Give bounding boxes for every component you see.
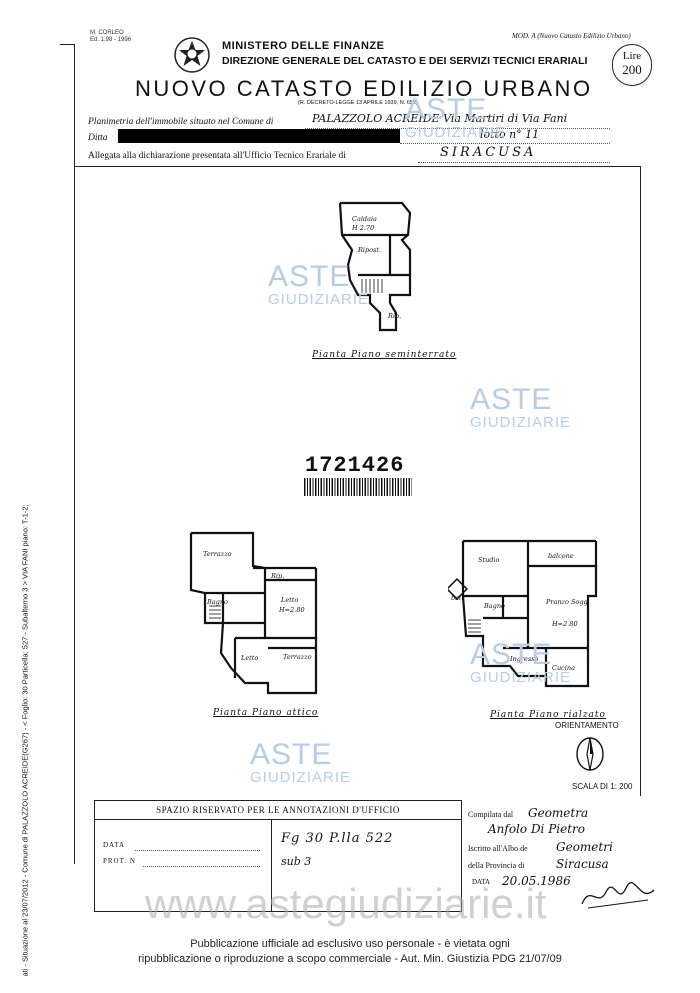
room-letto-1-height: H=2.80 bbox=[279, 606, 305, 614]
watermark-giudiziarie-text: GIUDIZIARIE bbox=[470, 414, 572, 431]
compilata-block: Compilata dal Geometra Anfolo Di Pietro … bbox=[468, 806, 668, 918]
room-letto-1: Letto bbox=[281, 596, 299, 604]
watermark-giudiziarie-text: GIUDIZIARIE bbox=[268, 291, 370, 308]
barcode-bars bbox=[304, 478, 412, 496]
watermark-5: ASTE GIUDIZIARIE bbox=[470, 638, 572, 686]
allegata-dots bbox=[418, 162, 610, 163]
annotations-box: SPAZIO RISERVATO PER LE ANNOTAZIONI D'UF… bbox=[94, 800, 462, 912]
room-rip-attico: Rip. bbox=[271, 572, 285, 580]
planimetria-dots bbox=[305, 128, 610, 129]
room-pranzo: Pranzo Sogg. bbox=[546, 598, 590, 606]
annotations-divider bbox=[271, 819, 272, 911]
watermark-giudiziarie-text: GIUDIZIARIE bbox=[250, 769, 352, 786]
plan-attico-label: Pianta Piano attico bbox=[213, 708, 319, 718]
plan-attico: Terrazzo Rip. Letto H=2.80 Bagno Letto T… bbox=[183, 528, 323, 703]
iscritto-value: Geometri bbox=[556, 840, 613, 854]
room-rip: Rip. bbox=[388, 312, 402, 320]
annotations-prot-label: PROT. N bbox=[103, 857, 136, 865]
lotto-value: lotto n° 11 bbox=[480, 128, 540, 141]
lire-value: 200 bbox=[622, 62, 642, 77]
annotations-prot-dots bbox=[143, 866, 260, 867]
watermark-aste-text: ASTE bbox=[470, 383, 553, 416]
room-balcone: balcone bbox=[548, 552, 574, 560]
watermark-url: www.astegiudiziarie.it bbox=[145, 880, 547, 927]
watermark-aste-text: ASTE bbox=[470, 638, 553, 671]
room-terrazzo-top: Terrazzo bbox=[203, 550, 232, 558]
watermark-3: ASTE GIUDIZIARIE bbox=[470, 383, 572, 431]
signature-icon bbox=[578, 878, 658, 912]
compass-icon bbox=[574, 734, 606, 774]
watermark-aste-text: ASTE bbox=[268, 260, 351, 293]
italian-emblem-icon bbox=[172, 35, 212, 75]
room-cucina: Cucina bbox=[552, 664, 575, 672]
direzione-name: DIREZIONE GENERALE DEL CATASTO E DEI SER… bbox=[222, 55, 588, 67]
side-text: ati - Situazione al 23/07/2012 - Comune … bbox=[20, 504, 30, 977]
plan-seminterrato: Caldaia H 2.70 Ripost. Rip. bbox=[330, 195, 420, 335]
orientamento-label: ORIENTAMENTO bbox=[555, 721, 619, 730]
room-pranzo-height: H=2.80 bbox=[552, 620, 578, 628]
room-ingresso: Ingresso bbox=[510, 655, 539, 663]
room-letto-2: Letto bbox=[241, 654, 259, 662]
watermark-aste-text: ASTE bbox=[250, 738, 333, 771]
watermark-giudiziarie-text: GIUDIZIARIE bbox=[405, 124, 507, 141]
iscritto-label: Iscritto all'Albo de bbox=[468, 844, 528, 853]
lire-badge: Lire 200 bbox=[612, 44, 652, 86]
annotations-handwritten-2: sub 3 bbox=[281, 855, 312, 868]
left-margin-line bbox=[74, 44, 75, 864]
compilata-label: Compilata dal bbox=[468, 810, 514, 819]
planimetria-label: Planimetria dell'immobile situato nel Co… bbox=[88, 117, 274, 127]
planimetria-value: PALAZZOLO ACREIDE Via Martiri di Via Fan… bbox=[312, 112, 568, 125]
room-bagno-attico: Bagno bbox=[207, 598, 228, 606]
provincia-label: della Provincia di bbox=[468, 861, 525, 870]
ditta-redaction bbox=[118, 129, 400, 143]
room-terrazzo-bottom: Terrazzo bbox=[283, 653, 312, 661]
watermark-giudiziarie-text: GIUDIZIARIE bbox=[470, 669, 572, 686]
compilata-data-label: DATA bbox=[472, 878, 491, 886]
stamp-line-2: Ed. 1.98 - 1996 bbox=[90, 37, 132, 43]
plan-rialzato-label: Pianta Piano rialzato bbox=[490, 710, 606, 720]
annotations-data-label: DATA bbox=[103, 841, 126, 849]
compilata-value: Geometra bbox=[528, 806, 589, 820]
annotations-header: SPAZIO RISERVATO PER LE ANNOTAZIONI D'UF… bbox=[95, 801, 461, 820]
scala-label: SCALA DI 1: 200 bbox=[572, 782, 633, 791]
plan-seminterrato-label: Pianta Piano seminterrato bbox=[312, 350, 457, 360]
watermark-aste-text: ASTE bbox=[405, 93, 488, 126]
ditta-label: Ditta bbox=[88, 133, 108, 143]
compilata-data-value: 20.05.1986 bbox=[502, 874, 571, 888]
room-caldaia-height: H 2.70 bbox=[352, 224, 375, 232]
drawing-frame-top bbox=[74, 166, 640, 167]
top-left-stamp: M. CORLEO Ed. 1.98 - 1996 bbox=[90, 30, 131, 44]
watermark-2: ASTE GIUDIZIARIE bbox=[268, 260, 370, 308]
annotations-data-dots bbox=[135, 850, 260, 851]
room-ripost: Ripost. bbox=[358, 246, 382, 254]
ditta-dots bbox=[400, 143, 610, 144]
drawing-frame-right bbox=[640, 166, 641, 796]
corner-bracket bbox=[60, 44, 74, 45]
decree-ref: (R. DECRETO-LEGGE 13 APRILE 1939, N. 652… bbox=[298, 100, 418, 106]
mod-label: MOD. A (Nuovo Catasto Edilizio Urbano) bbox=[512, 32, 631, 40]
allegata-label: Allegata alla dichiarazione presentata a… bbox=[88, 151, 346, 161]
plan-rialzato: Studio balcone bal. Bagno Pranzo Sogg. H… bbox=[446, 536, 608, 706]
room-bagno-rialzato: Bagno bbox=[484, 602, 505, 610]
lire-label: Lire bbox=[622, 50, 642, 62]
document-title: NUOVO CATASTO EDILIZIO URBANO bbox=[135, 76, 593, 101]
watermark-4: ASTE GIUDIZIARIE bbox=[250, 738, 352, 786]
barcode-number: 1721426 bbox=[305, 453, 405, 478]
compilata-name: Anfolo Di Pietro bbox=[488, 822, 586, 836]
annotations-handwritten-1: Fg 30 P.lla 522 bbox=[281, 831, 394, 846]
watermark-1: ASTE GIUDIZIARIE bbox=[405, 93, 507, 141]
room-studio: Studio bbox=[478, 556, 500, 564]
room-caldaia: Caldaia bbox=[352, 215, 377, 223]
footer: Pubblicazione ufficiale ad esclusivo uso… bbox=[0, 937, 700, 967]
room-bal: bal. bbox=[451, 594, 464, 602]
stamp-line-1: M. CORLEO bbox=[90, 30, 124, 36]
footer-line-2: ripubblicazione o riproduzione a scopo c… bbox=[138, 953, 562, 965]
provincia-value: Siracusa bbox=[556, 857, 609, 871]
allegata-value: SIRACUSA bbox=[440, 145, 537, 160]
footer-line-1: Pubblicazione ufficiale ad esclusivo uso… bbox=[190, 938, 510, 950]
ministry-name: MINISTERO DELLE FINANZE bbox=[222, 40, 385, 52]
